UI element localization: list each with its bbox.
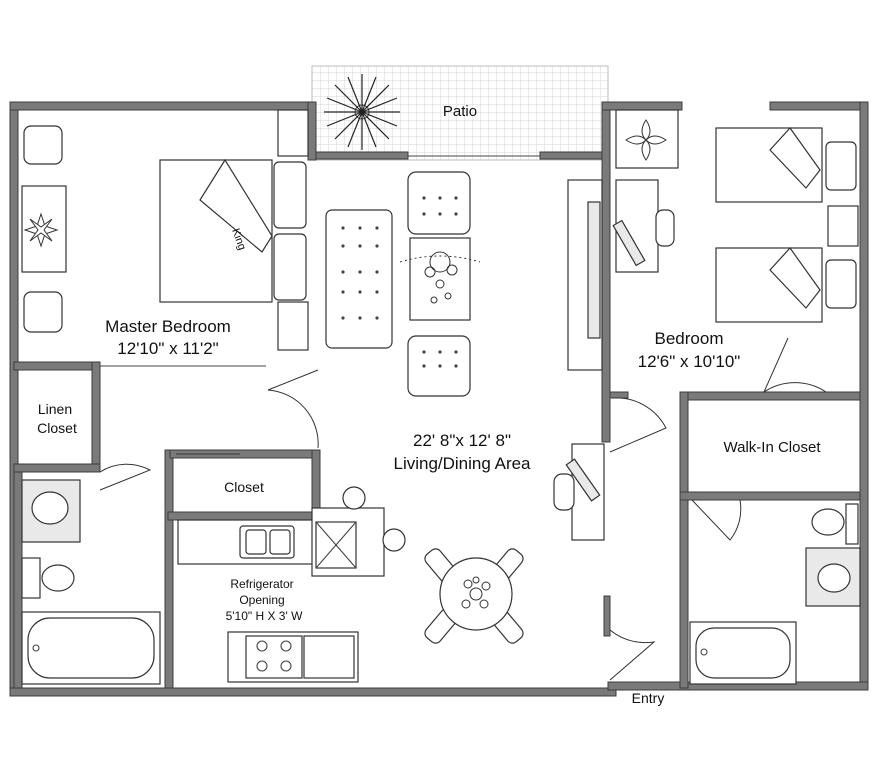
dining-table [439,557,513,631]
walkin-label: Walk-In Closet [724,439,822,456]
bedroom-name: Bedroom [655,329,724,348]
chair-1 [23,125,63,165]
stool-2 [382,528,406,552]
walkin-door [762,337,827,394]
kitchen: Refrigerator Opening 5'10" H X 3' W [177,486,406,683]
room-labels: Master Bedroom 12'10" x 11'2" Linen Clos… [37,317,821,706]
dining-set [424,443,605,644]
doors [99,155,827,681]
living-name: Living/Dining Area [393,454,531,473]
linen-line-2: Closet [37,420,77,436]
fridge-line-3: 5'10" H X 3' W [226,609,304,623]
living-furniture [325,171,603,397]
stool-1 [342,486,366,510]
sofa [325,209,393,349]
bath2-door [691,499,742,541]
master-bedroom-furniture: King [21,109,309,351]
living-door-swing [267,369,319,449]
living-size: 22' 8"x 12' 8" [413,431,511,450]
bedroom-size: 12'6" x 10'10" [638,352,741,371]
plant-icon [23,212,59,248]
tv [587,201,601,339]
fridge-line-2: Opening [239,593,284,607]
pillow-2 [273,233,307,301]
stove [245,635,303,679]
bath-door [99,463,152,491]
nightstand-b [827,205,859,247]
master-name: Master Bedroom [105,317,231,336]
fridge-line-1: Refrigerator [230,577,293,591]
nightstand-2 [277,301,309,351]
closet-label: Closet [224,479,264,495]
bedroom-plant-icon [625,119,667,161]
master-size: 12'10" x 11'2" [117,339,218,358]
counter-right [303,635,355,679]
nightstand-1 [277,109,309,157]
pillow-1 [273,161,307,229]
linen-line-1: Linen [38,401,72,417]
entry-door [609,629,656,681]
patio-label: Patio [443,103,477,120]
toilet-tank-2 [845,503,859,545]
table-decor-icon [399,251,481,304]
bed-fold [199,158,273,253]
toilet [41,564,75,592]
entry-label: Entry [632,690,665,706]
toilet-tank [21,557,41,599]
patio-plant-icon [324,74,400,150]
chair-2 [23,291,63,333]
sofa-tufting [341,226,379,320]
second-bath [689,503,861,685]
armchair-top [407,171,471,235]
master-bath [21,479,161,685]
bedroom-furniture [612,109,859,323]
toilet-2 [811,508,845,536]
flowers-icon [461,576,491,609]
coffee-table [409,237,471,321]
patio: Patio [311,65,609,161]
bedroom-door [609,397,667,453]
